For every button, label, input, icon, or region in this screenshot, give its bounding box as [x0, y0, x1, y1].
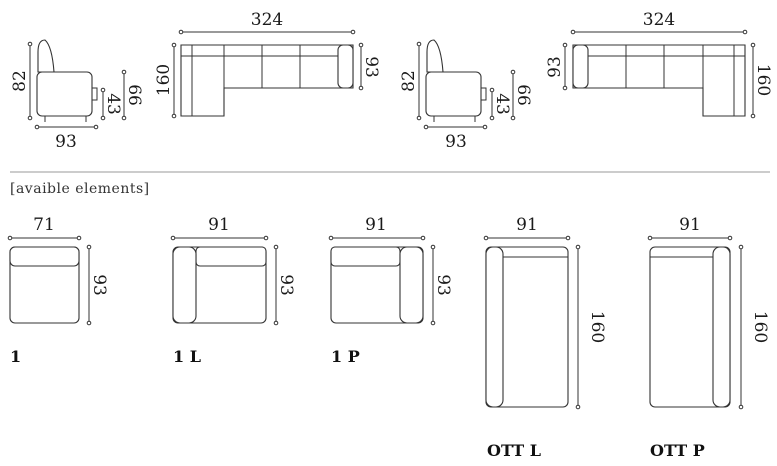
- armchair-height-label: 82: [10, 70, 30, 92]
- armchair-depth-label: 66: [513, 84, 533, 106]
- armchair-side-view-right: 82 43 66 93: [399, 39, 533, 152]
- element-depth-label: 93: [433, 274, 453, 296]
- section-caption: [avaible elements]: [10, 181, 150, 197]
- element-code: OTT L: [487, 441, 541, 460]
- element-ott-l: 91 160 OTT L: [483, 215, 607, 460]
- armchair-height-label: 82: [399, 70, 419, 92]
- armchair-side-view-left: 82 43 66 93: [10, 39, 144, 152]
- element-width-label: 91: [208, 215, 230, 235]
- sectional-sofa-left: 324 160 93: [154, 10, 381, 119]
- sofa-seat-depth-label: 93: [545, 56, 565, 78]
- sofa-seat-depth-label: 93: [361, 56, 381, 78]
- element-depth-label: 160: [750, 311, 770, 343]
- element-ott-p: 91 160 OTT P: [647, 215, 770, 460]
- armchair-seat-label: 43: [103, 93, 123, 115]
- element-width-label: 91: [365, 215, 387, 235]
- element-code: 1: [10, 347, 21, 366]
- element-code: 1 L: [173, 347, 201, 366]
- sofa-width-label: 324: [251, 10, 283, 30]
- element-depth-label: 160: [587, 311, 607, 343]
- armchair-seat-label: 43: [492, 93, 512, 115]
- element-1: 71 93 1: [7, 215, 109, 366]
- armchair-width-label: 93: [445, 132, 467, 152]
- element-code: OTT P: [650, 441, 705, 460]
- element-depth-label: 93: [89, 274, 109, 296]
- armchair-width-label: 93: [55, 132, 77, 152]
- sofa-chaise-depth-label: 160: [753, 64, 773, 96]
- element-width-label: 91: [516, 215, 538, 235]
- element-width-label: 71: [33, 215, 55, 235]
- armchair-depth-label: 66: [124, 84, 144, 106]
- element-width-label: 91: [679, 215, 701, 235]
- element-code: 1 P: [331, 347, 360, 366]
- element-depth-label: 93: [276, 274, 296, 296]
- element-1-p: 91 93 1 P: [328, 215, 453, 366]
- element-1-l: 91 93 1 L: [170, 215, 296, 366]
- sofa-width-label: 324: [643, 10, 675, 30]
- sectional-sofa-right: 324 93 160: [545, 10, 773, 119]
- sofa-chaise-depth-label: 160: [154, 64, 174, 96]
